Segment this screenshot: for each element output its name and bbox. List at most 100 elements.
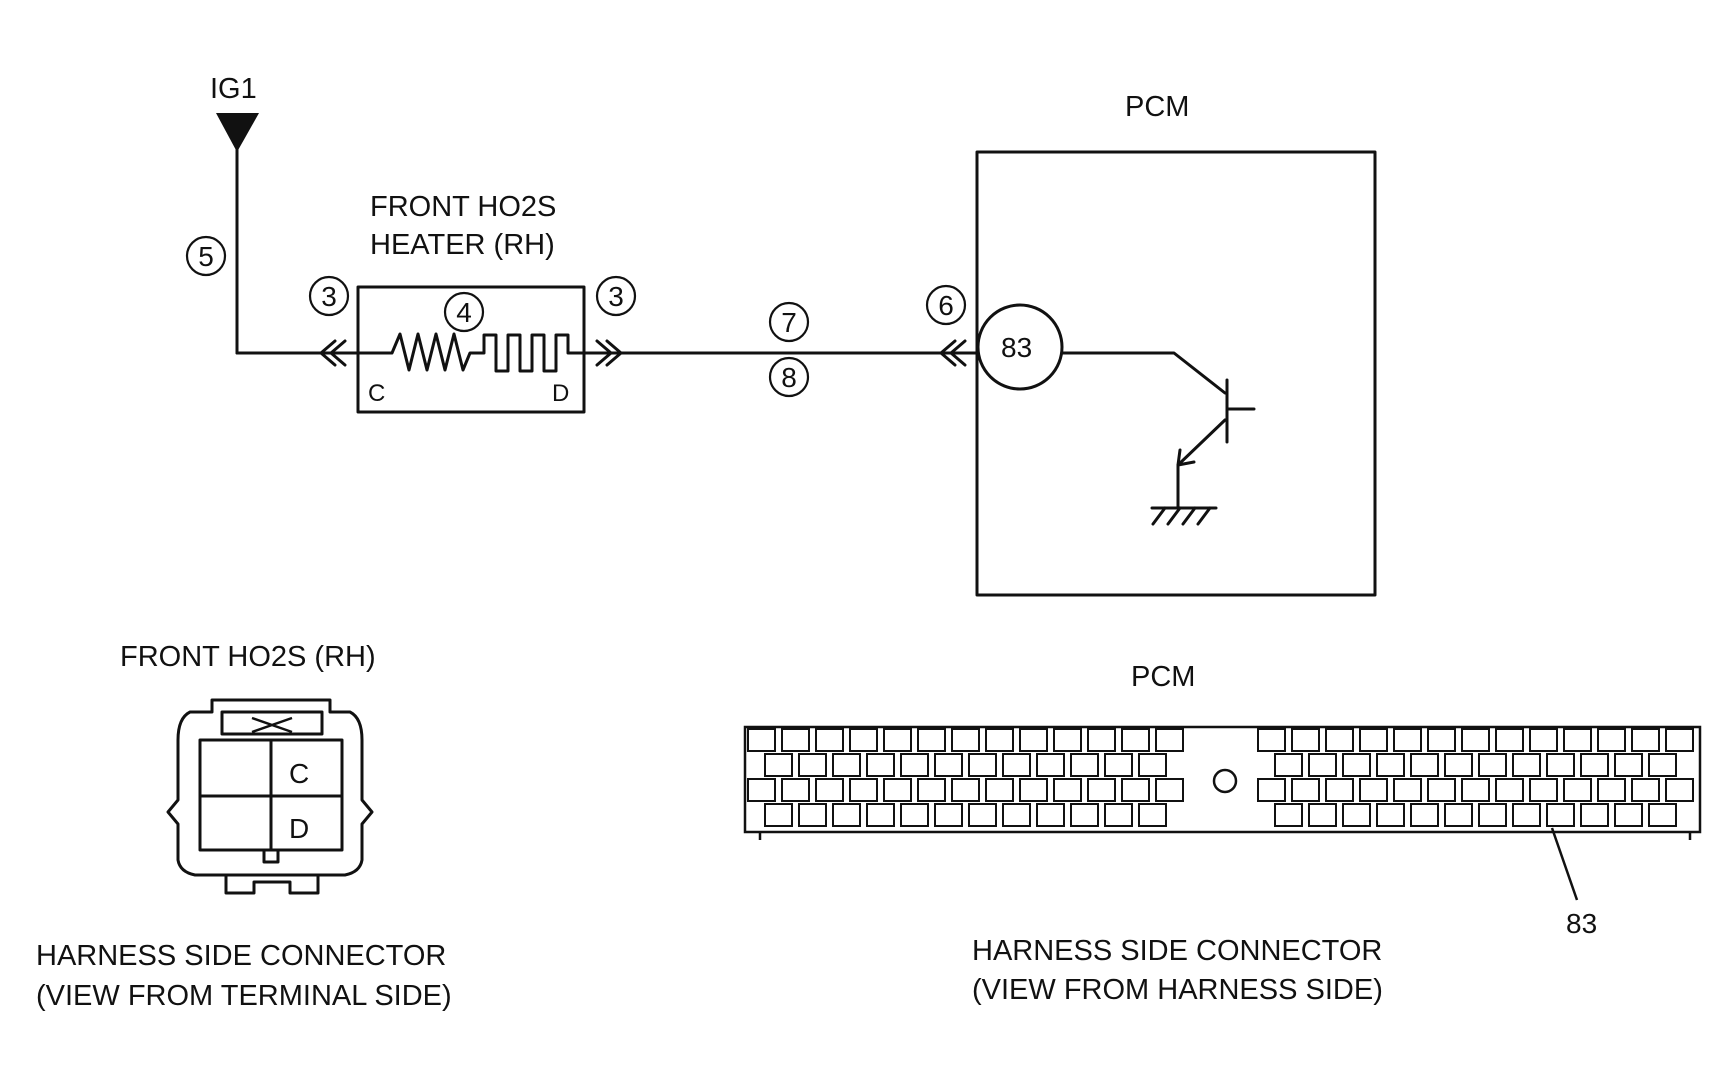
- pcm-connector-pin: [1665, 728, 1694, 752]
- pcm-connector-pin: [815, 778, 844, 802]
- pcm-connector-pin: [1274, 753, 1303, 777]
- pcm-connector-pin: [1325, 778, 1354, 802]
- pcm-connector-pin: [764, 753, 793, 777]
- pcm-connector-pin: [1053, 728, 1082, 752]
- pcm-connector-pin: [1546, 803, 1575, 827]
- pcm-connector-pin: [1070, 753, 1099, 777]
- pcm-terminal-83: [976, 303, 1064, 391]
- pcm-connector-pin: [1019, 728, 1048, 752]
- pcm-connector-pin: [1614, 753, 1643, 777]
- pcm-connector-pin: [1631, 728, 1660, 752]
- pcm-connector-key: [1212, 768, 1238, 794]
- pcm-connector-pin: [1359, 728, 1388, 752]
- pcm-connector-pin: [1580, 803, 1609, 827]
- callout-7-circle: [768, 301, 810, 343]
- pcm-connector-pin: [1104, 753, 1133, 777]
- pcm-connector-pin: [1036, 803, 1065, 827]
- pcm-connector-pin: [985, 728, 1014, 752]
- heater-box: [356, 285, 586, 414]
- pcm-connector-pin: [1631, 778, 1660, 802]
- heater-title-line1: FRONT HO2S: [370, 191, 556, 223]
- callout-4-circle: [443, 291, 485, 333]
- pcm-connector-pin: [951, 778, 980, 802]
- pcm-connector-pin: [1359, 778, 1388, 802]
- pcm-pin-83-label: 83: [1566, 908, 1597, 939]
- callout-8: 8: [781, 362, 797, 393]
- pcm-connector-pin: [1019, 778, 1048, 802]
- sensor-connector-cell-c: C: [289, 758, 309, 789]
- heater-element: [356, 332, 586, 373]
- pcm-connector-pin: [1155, 778, 1184, 802]
- pcm-internal-wire: [1060, 351, 1227, 395]
- pcm-connector-pin: [798, 803, 827, 827]
- pcm-connector-pin: [1155, 728, 1184, 752]
- pcm-connector-pin: [1427, 778, 1456, 802]
- pcm-connector-pin: [1461, 778, 1490, 802]
- sensor-connector-caption-line2: (VIEW FROM TERMINAL SIDE): [36, 980, 452, 1012]
- heater-terminal-c: C: [368, 380, 385, 407]
- pcm-connector-pin: [968, 753, 997, 777]
- pcm-connector-pin: [1274, 803, 1303, 827]
- pcm-connector-pin: [1104, 803, 1133, 827]
- sensor-connector-caption-line1: HARNESS SIDE CONNECTOR: [36, 940, 446, 972]
- pcm-connector-pin: [1087, 728, 1116, 752]
- pcm-connector-pin: [1597, 728, 1626, 752]
- pcm-connector-pin: [1257, 728, 1286, 752]
- pcm-connector-pin: [900, 753, 929, 777]
- connector-chevron-pcm: [939, 339, 967, 367]
- pcm-connector-pin: [781, 728, 810, 752]
- pcm-connector-pin: [1580, 753, 1609, 777]
- pcm-connector: [743, 725, 1702, 901]
- pcm-connector-pin: [1393, 728, 1422, 752]
- pcm-connector-pin: [1393, 778, 1422, 802]
- pcm-connector-pin: [747, 728, 776, 752]
- pcm-connector-pin: [832, 803, 861, 827]
- pcm-terminal-83-label: 83: [1001, 332, 1032, 363]
- pcm-connector-pin: [883, 728, 912, 752]
- pcm-connector-pin: [1308, 753, 1337, 777]
- callout-8-circle: [768, 356, 810, 398]
- ground-icon: [1151, 506, 1212, 526]
- pcm-connector-pin: [747, 778, 776, 802]
- pcm-connector-pin: [866, 753, 895, 777]
- pcm-connector-pin: [1444, 803, 1473, 827]
- pcm-connector-pin: [1376, 803, 1405, 827]
- pcm-connector-pin: [1325, 728, 1354, 752]
- pcm-connector-pin: [1495, 778, 1524, 802]
- pcm-connector-pin: [1121, 778, 1150, 802]
- pcm-connector-pin: [1002, 753, 1031, 777]
- transistor-arrow-icon: [1176, 448, 1196, 467]
- pcm-box: [975, 150, 1377, 597]
- pcm-connector-pin: [1563, 778, 1592, 802]
- pcm-connector-pin: [1648, 803, 1677, 827]
- pcm-connector-pin: [1444, 753, 1473, 777]
- pcm-connector-pin: [934, 753, 963, 777]
- pcm-connector-pin: [1342, 803, 1371, 827]
- callout-7: 7: [781, 307, 797, 338]
- pcm-connector-pin: [1053, 778, 1082, 802]
- pcm-connector-pin: [917, 778, 946, 802]
- pcm-connector-pin: [781, 778, 810, 802]
- callout-5: 5: [198, 241, 214, 272]
- pcm-pin-83-leader: [1550, 827, 1579, 901]
- pcm-connector-pin: [1087, 778, 1116, 802]
- pcm-connector-pin: [1138, 803, 1167, 827]
- pcm-connector-pin: [1427, 728, 1456, 752]
- pcm-connector-pin: [1070, 803, 1099, 827]
- callout-5-circle: [185, 235, 227, 277]
- pcm-connector-pin: [1512, 803, 1541, 827]
- pcm-connector-pin: [1546, 753, 1575, 777]
- pcm-connector-pin: [985, 778, 1014, 802]
- pcm-title: PCM: [1125, 91, 1189, 123]
- pcm-connector-pin: [951, 728, 980, 752]
- sensor-connector-title: FRONT HO2S (RH): [120, 641, 376, 673]
- pcm-connector-pin: [1529, 728, 1558, 752]
- pcm-connector-pin: [1478, 753, 1507, 777]
- pcm-connector-pin: [849, 778, 878, 802]
- callout-6-circle: [925, 284, 967, 326]
- pcm-connector-pin: [849, 728, 878, 752]
- pcm-connector-pin: [832, 753, 861, 777]
- pcm-connector-pin: [815, 728, 844, 752]
- pcm-connector-pin: [1308, 803, 1337, 827]
